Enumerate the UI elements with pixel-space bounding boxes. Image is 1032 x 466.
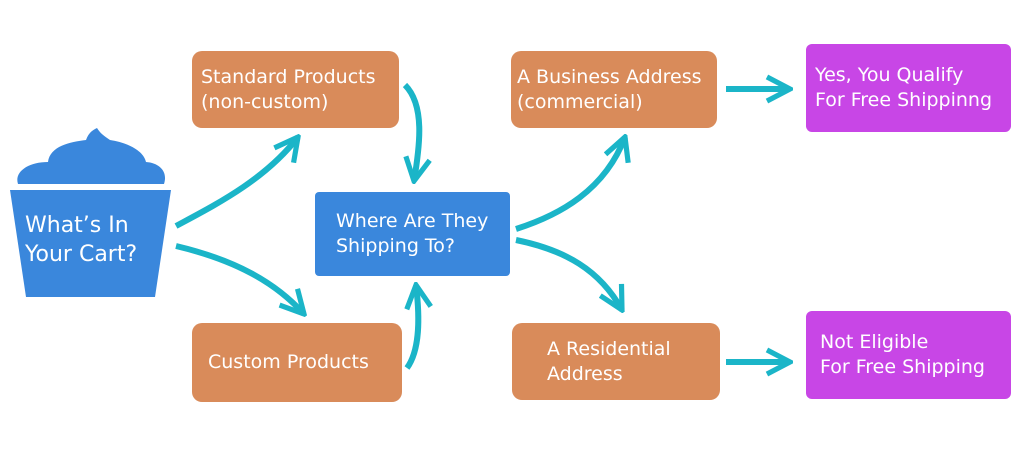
residential-address-line-2: Address [547, 362, 623, 385]
not-eligible-result-node: Not Eligible For Free Shipping [806, 311, 1011, 399]
business-address-line-1: A Business Address [517, 65, 702, 88]
qualify-line-1: Yes, You Qualify [815, 64, 964, 86]
where-shipping-node: Where Are They Shipping To? [315, 192, 510, 276]
where-shipping-line-1: Where Are They [336, 210, 489, 232]
cart-bucket-shape [10, 190, 171, 297]
qualify-result-node: Yes, You Qualify For Free Shippinng [806, 44, 1011, 132]
cupcake-bucket-shape-icon [10, 128, 171, 297]
not-eligible-line-1: Not Eligible [820, 331, 929, 353]
arrow-standard-products-to-where-shipping [402, 82, 419, 181]
standard-products-line-1: Standard Products [201, 65, 376, 88]
arrow-where-shipping-to-residential-address [515, 237, 622, 310]
residential-address-node: A Residential Address [512, 323, 720, 400]
arrow-cart-to-custom-products [175, 243, 304, 314]
cart-frosting-shape [17, 128, 166, 184]
arrow-cart-to-standard-products [174, 137, 298, 229]
arrow-custom-products-to-where-shipping [407, 285, 418, 370]
residential-address-line-1: A Residential [547, 337, 671, 360]
business-address-line-2: (commercial) [517, 90, 643, 113]
cart-label-line-1: What’s In [25, 213, 129, 238]
not-eligible-line-2: For Free Shipping [820, 356, 985, 378]
cart-label-line-2: Your Cart? [25, 242, 138, 267]
standard-products-node: Standard Products (non-custom) [192, 51, 399, 128]
custom-products-node: Custom Products [192, 323, 402, 402]
business-address-node: A Business Address (commercial) [511, 51, 717, 128]
arrow-where-shipping-to-business-address [515, 137, 625, 232]
custom-products-line-1: Custom Products [208, 351, 369, 373]
standard-products-line-2: (non-custom) [201, 90, 329, 113]
where-shipping-line-2: Shipping To? [336, 235, 456, 257]
qualify-line-2: For Free Shippinng [815, 89, 993, 111]
cart-node-label: What’s In Your Cart? [25, 211, 137, 269]
